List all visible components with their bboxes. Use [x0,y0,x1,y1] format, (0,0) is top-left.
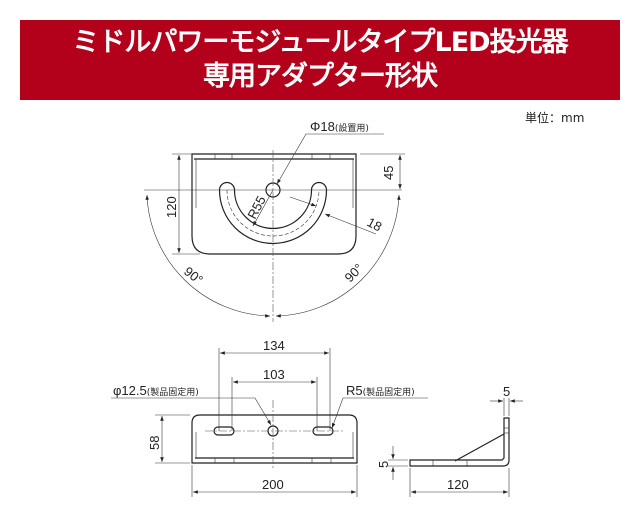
dim-height-120: 120 [164,196,179,218]
dim-134: 134 [263,338,285,353]
title-banner: ミドルパワーモジュールタイプLED投光器 専用アダプター形状 [20,20,620,100]
slot-label: R5(製品固定用) [346,383,415,398]
angle-right-90: 90° [342,261,367,286]
dim-58: 58 [147,436,162,450]
gusset-brace [454,433,505,462]
side-view: 5 5 120 [376,384,523,497]
slot-label-text: R5 [346,383,363,398]
dim-radius-r55: R55 [244,193,268,221]
title-line-2: 専用アダプター形状 [203,61,438,92]
dim-offset-45: 45 [381,166,396,180]
slot-note: (製品固定用) [363,386,415,398]
side-profile [409,417,510,467]
front-view: 134 103 φ12.5(製品固定用) R5(製品固定用) 58 200 [111,338,428,497]
hole-label-text: Φ18 [310,119,335,134]
hole-label: Φ18(設置用) [310,119,369,134]
dim-5-left: 5 [376,461,391,468]
unit-label: 単位：mm [525,111,585,125]
top-view: 120 45 Φ18(設置用) R55 18 90° 90° [144,119,405,322]
dim-120-depth: 120 [447,477,469,492]
fix-hole-label-text: φ12.5 [113,383,147,398]
plate-outline [191,153,357,255]
dim-103: 103 [263,367,285,382]
front-plate-outline [191,414,358,464]
dim-5-top: 5 [503,384,510,399]
hole-note: (設置用) [335,122,369,134]
dim-slot-width-18: 18 [365,214,385,234]
title-line-1: ミドルパワーモジュールタイプLED投光器 [72,27,568,58]
angle-left-90: 90° [181,264,206,288]
dim-200: 200 [262,477,284,492]
fix-hole-note: (製品固定用) [147,386,199,398]
fix-hole-label: φ12.5(製品固定用) [113,383,199,398]
